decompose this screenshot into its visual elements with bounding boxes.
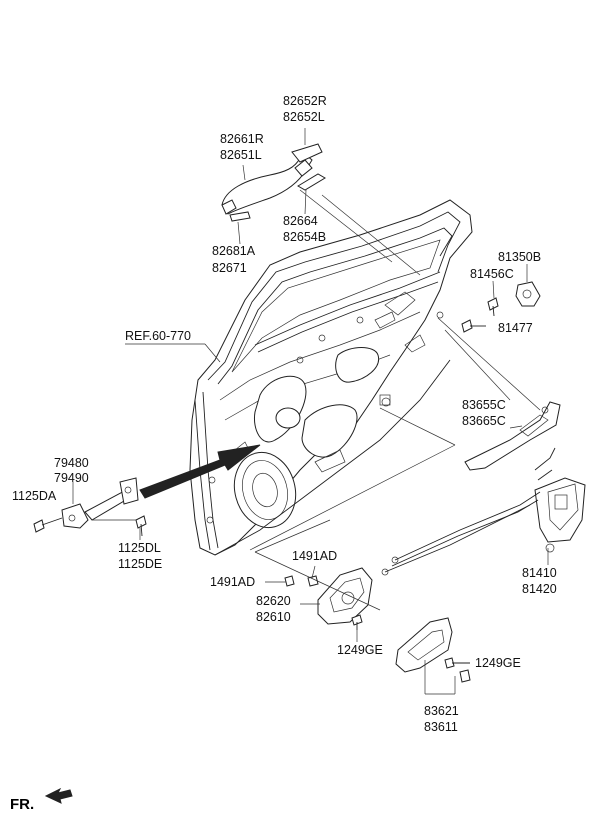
label-82620: 82620	[256, 594, 291, 608]
label-1491ad-left: 1491AD	[210, 575, 256, 589]
label-83655c: 83655C	[462, 398, 506, 412]
label-79490: 79490	[54, 471, 89, 485]
label-1125de: 1125DE	[118, 557, 163, 571]
front-direction-label: FR.	[10, 796, 35, 813]
door-check	[33, 477, 147, 537]
label-83621: 83621	[424, 704, 459, 718]
label-1125da: 1125DA	[12, 489, 57, 503]
label-ref: REF.60-770	[125, 329, 192, 343]
inside-handle	[284, 567, 373, 630]
direction-arrow	[139, 444, 261, 499]
handle-base	[464, 401, 561, 471]
label-82652l: 82652L	[283, 110, 325, 124]
door-latch	[381, 447, 586, 576]
label-83611: 83611	[424, 720, 458, 734]
label-1249ge-right: 1249GE	[475, 656, 521, 670]
label-82664: 82664	[283, 214, 318, 228]
label-79480: 79480	[54, 456, 89, 470]
label-81456c: 81456C	[470, 267, 514, 281]
label-81410: 81410	[522, 566, 557, 580]
arrow-left-icon	[44, 787, 73, 804]
label-82651l: 82651L	[220, 148, 262, 162]
label-81350b: 81350B	[498, 250, 542, 264]
label-1491ad-top: 1491AD	[292, 549, 338, 563]
door-panel	[189, 199, 473, 556]
label-83665c: 83665C	[462, 414, 506, 428]
label-81477: 81477	[498, 321, 533, 335]
label-1125dl: 1125DL	[118, 541, 161, 555]
outside-handle	[221, 143, 326, 222]
label-82652r: 82652R	[283, 94, 327, 108]
label-82671: 82671	[212, 261, 247, 275]
label-82661r: 82661R	[220, 132, 264, 146]
striker	[461, 281, 541, 333]
label-81420: 81420	[522, 582, 557, 596]
label-1249ge-left: 1249GE	[337, 643, 383, 657]
label-82654b: 82654B	[283, 230, 327, 244]
handle-bezel	[395, 617, 471, 683]
label-82681a: 82681A	[212, 244, 256, 258]
label-82610: 82610	[256, 610, 291, 624]
